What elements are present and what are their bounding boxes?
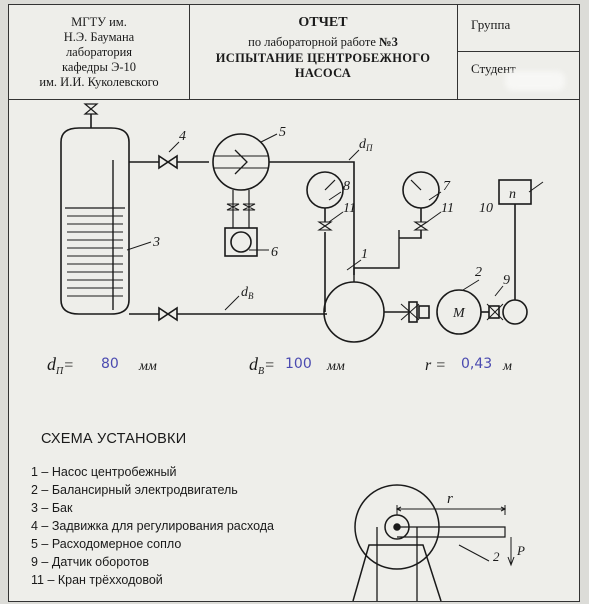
dv-label: dВ=: [249, 354, 275, 377]
organization-cell: МГТУ им. Н.Э. Баумана лаборатория кафедр…: [9, 5, 190, 99]
legend-item: 1 – Насос центробежный: [31, 465, 177, 479]
organization-text: МГТУ им. Н.Э. Баумана лаборатория кафедр…: [9, 15, 189, 90]
work-name-line: ИСПЫТАНИЕ ЦЕНТРОБЕЖНОГО: [215, 51, 431, 65]
org-line: им. И.И. Куколевского: [39, 75, 159, 89]
speed-sensor: [502, 299, 528, 325]
pipe-label-discharge: dП: [359, 137, 373, 153]
work-name: ИСПЫТАНИЕ ЦЕНТРОБЕЖНОГО НАСОСА: [189, 51, 457, 81]
report-title-cell: ОТЧЕТ по лабораторной работе №3 ИСПЫТАНИ…: [189, 5, 458, 99]
legend-item: 4 – Задвижка для регулирования расхода: [31, 519, 275, 533]
dv-value: 100: [285, 356, 312, 372]
legend-item: 3 – Бак: [31, 501, 73, 515]
dv-unit: мм: [326, 359, 345, 374]
sketch-r-label: r: [447, 491, 453, 507]
label-11-left: 11: [343, 201, 356, 216]
org-line: МГТУ им.: [71, 15, 127, 29]
r-label: r =: [425, 357, 446, 374]
r-value: 0,43: [461, 356, 492, 372]
sensor-n: n: [509, 187, 516, 202]
pipe-label-suction: dВ: [241, 285, 254, 301]
label-6: 6: [271, 245, 278, 260]
org-line: Н.Э. Баумана: [63, 30, 135, 44]
legend-item: 5 – Расходомерное сопло: [31, 537, 182, 551]
report-title: ОТЧЕТ: [298, 15, 348, 30]
dp-label: dП=: [47, 354, 74, 377]
org-line: лаборатория: [65, 45, 133, 59]
report-subtitle: по лабораторной работе №3: [189, 35, 457, 50]
legend-item: 2 – Балансирный электродвигатель: [31, 483, 238, 497]
scheme-title: СХЕМА УСТАНОВКИ: [41, 431, 187, 447]
legend-item: 11 – Кран трёхходовой: [31, 573, 163, 587]
divider: [457, 51, 579, 52]
subtitle-prefix: по лабораторной работе: [248, 35, 380, 49]
student-label: Студент: [471, 61, 516, 76]
label-10: 10: [479, 201, 493, 216]
label-1: 1: [361, 247, 368, 262]
label-7: 7: [443, 179, 451, 194]
differential-manometer: [224, 227, 258, 257]
tank: [60, 127, 130, 315]
legend-item: 9 – Датчик оборотов: [31, 555, 150, 569]
dp-unit: мм: [138, 359, 157, 374]
flow-nozzle: [212, 133, 270, 191]
label-4: 4: [179, 129, 186, 144]
label-9: 9: [503, 273, 510, 288]
report-sheet: МГТУ им. Н.Э. Баумана лаборатория кафедр…: [8, 4, 580, 602]
lab-number: №3: [379, 35, 398, 49]
signature-cell: Группа Студент: [457, 5, 579, 99]
sketch-p-label: P: [516, 543, 525, 558]
dp-value: 80: [101, 356, 119, 372]
label-2: 2: [475, 265, 482, 280]
group-label: Группа: [471, 17, 511, 32]
motor-m: М: [452, 306, 466, 321]
org-line: кафедры Э-10: [62, 60, 136, 74]
centrifugal-pump: [323, 281, 385, 343]
title-block: МГТУ им. Н.Э. Баумана лаборатория кафедр…: [9, 5, 579, 100]
label-5: 5: [279, 125, 286, 140]
r-unit: м: [502, 359, 512, 374]
installation-diagram: 4 5 6 3 1 2 9 8 7 11 11 10 n М dП dВ dП=…: [47, 103, 544, 377]
redacted-name: [505, 71, 565, 91]
label-11-right: 11: [441, 201, 454, 216]
label-3: 3: [152, 235, 160, 250]
sketch-num-label: 2: [493, 549, 500, 564]
work-name-line: НАСОСА: [294, 66, 352, 80]
label-8: 8: [343, 179, 350, 194]
legend-list: 1 – Насос центробежный 2 – Балансирный э…: [31, 463, 274, 589]
